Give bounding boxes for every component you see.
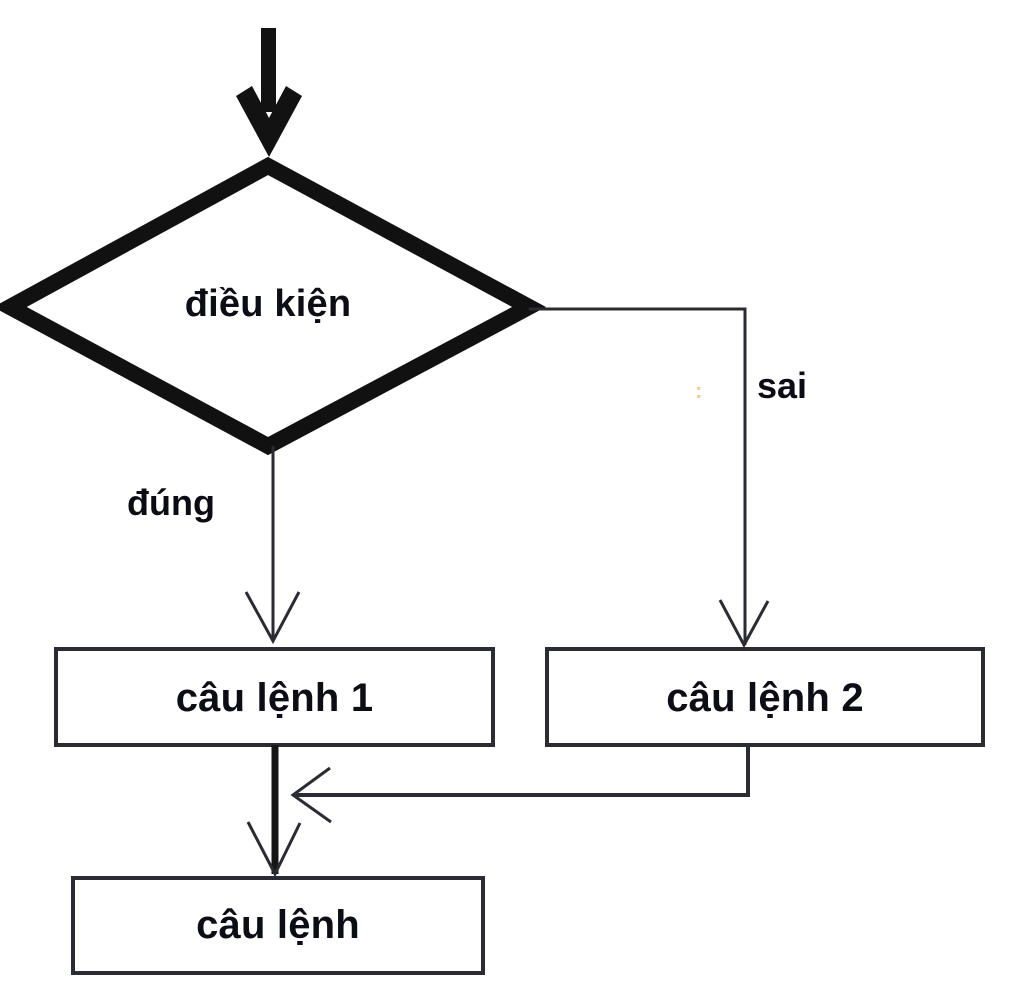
process-box-next xyxy=(71,876,485,975)
edge-merge-2-line xyxy=(290,745,750,824)
edge-false-line xyxy=(529,307,770,649)
edge-true-line xyxy=(244,446,301,645)
process-box-1-label: câu lệnh 1 xyxy=(175,676,374,720)
down-arrow-icon xyxy=(236,28,302,157)
edge-merge-1-line xyxy=(246,745,302,878)
decision-diamond xyxy=(0,156,546,456)
edge-label-false: sai xyxy=(757,365,808,406)
stray-mark-artifact: : xyxy=(695,378,703,403)
process-box-2-label: câu lệnh 2 xyxy=(666,676,864,720)
process-box-next-label: câu lệnh xyxy=(196,903,360,947)
decision-label: điều kiện xyxy=(184,283,352,325)
process-box-2 xyxy=(545,647,985,747)
edge-label-true: đúng xyxy=(127,482,215,523)
